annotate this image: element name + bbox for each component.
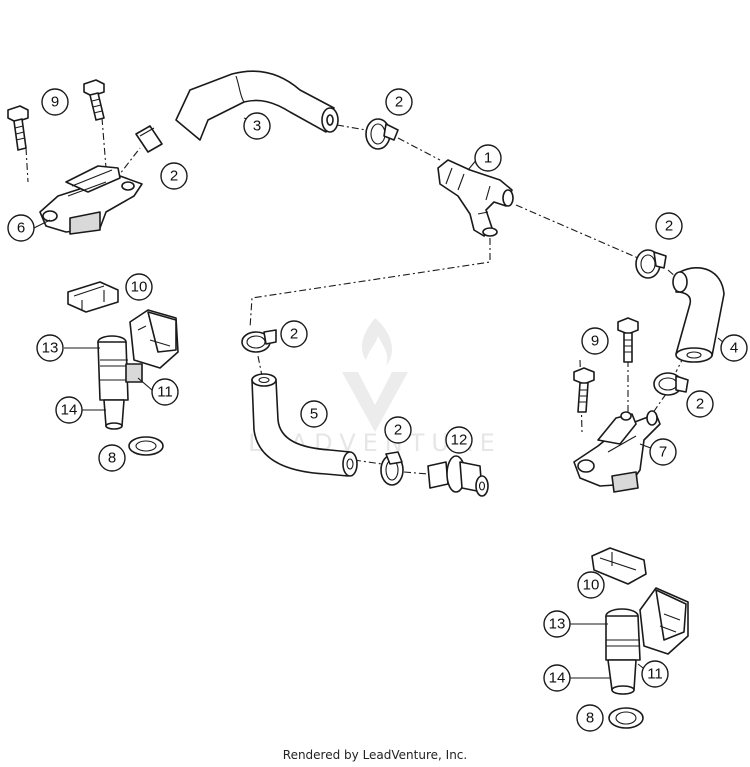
- svg-text:2: 2: [665, 218, 673, 235]
- callout-part-2-clamp-top: 2: [385, 88, 413, 116]
- bolt-right-lower-b: [617, 317, 639, 363]
- hose-clamp-top: [365, 118, 399, 150]
- svg-text:5: 5: [310, 406, 318, 423]
- injector-connector-lower: [639, 587, 689, 655]
- svg-text:10: 10: [131, 279, 148, 296]
- callout-part-4: 4: [720, 334, 748, 362]
- svg-text:7: 7: [659, 444, 667, 461]
- callout-part-10-upper: 10: [125, 273, 153, 301]
- svg-text:11: 11: [157, 384, 173, 401]
- callout-part-12: 12: [445, 426, 473, 454]
- pressure-sensor: [39, 165, 143, 235]
- injector-upper: [97, 335, 143, 430]
- hose-clamp-center: [241, 329, 277, 353]
- svg-text:13: 13: [42, 340, 59, 357]
- svg-text:8: 8: [586, 710, 594, 727]
- callout-part-13-upper: 13: [36, 334, 64, 362]
- callout-part-2-left: 2: [160, 162, 188, 190]
- assembly-lines: [25, 117, 685, 475]
- callout-part-9-upper: 9: [41, 88, 69, 116]
- callout-part-8-lower: 8: [576, 704, 604, 732]
- clamp-small-left: [135, 125, 163, 153]
- hose-clamp-lower: [380, 451, 404, 486]
- callout-part-2-center: 2: [280, 320, 308, 348]
- callout-part-1: 1: [474, 144, 502, 172]
- callout-part-2-right-upper: 2: [655, 212, 683, 240]
- hose-upper: [175, 70, 339, 141]
- svg-text:2: 2: [395, 94, 403, 111]
- callout-part-8-upper: 8: [98, 444, 126, 472]
- t-connector: [437, 159, 514, 237]
- svg-text:2: 2: [290, 326, 298, 343]
- svg-text:10: 10: [583, 577, 600, 594]
- injector-oring-lower: [608, 707, 644, 729]
- injector-clip-upper: [67, 281, 119, 313]
- callout-part-9-right: 9: [581, 327, 609, 355]
- callout-part-10-lower: 10: [577, 571, 605, 599]
- hose-lower: [251, 373, 358, 477]
- svg-text:4: 4: [730, 340, 738, 357]
- hose-clamp-right-upper: [635, 249, 667, 279]
- injector-clip-lower: [591, 547, 647, 585]
- callout-part-5: 5: [300, 400, 328, 428]
- svg-text:2: 2: [394, 422, 402, 439]
- svg-text:13: 13: [549, 616, 566, 633]
- svg-text:9: 9: [591, 333, 599, 350]
- svg-text:12: 12: [451, 432, 468, 449]
- fuel-damper: [427, 455, 489, 497]
- callout-part-2-lower: 2: [384, 416, 412, 444]
- injector-lower: [605, 608, 641, 695]
- svg-text:9: 9: [51, 94, 59, 111]
- hose-right: [672, 267, 725, 363]
- svg-text:2: 2: [170, 168, 178, 185]
- injector-oring-upper: [128, 436, 164, 456]
- callout-part-11-lower: 11: [641, 660, 669, 688]
- hose-clamp-right-lower: [653, 372, 689, 396]
- bolt-left: [7, 105, 29, 151]
- injector-connector-upper: [129, 309, 179, 369]
- callout-part-14-lower: 14: [543, 664, 571, 692]
- footer-credit: Rendered by LeadVenture, Inc.: [282, 748, 468, 762]
- callout-part-7: 7: [649, 438, 677, 466]
- callout-part-2-right-lower: 2: [686, 390, 714, 418]
- svg-text:14: 14: [61, 402, 78, 419]
- svg-text:3: 3: [253, 118, 261, 135]
- svg-text:2: 2: [696, 396, 704, 413]
- svg-text:11: 11: [647, 666, 663, 683]
- svg-text:6: 6: [17, 220, 25, 237]
- svg-text:14: 14: [549, 670, 566, 687]
- svg-text:8: 8: [108, 450, 116, 467]
- regulator-bracket: [573, 410, 661, 493]
- callout-part-3: 3: [243, 112, 271, 140]
- bolt-right-lower-a: [573, 367, 595, 413]
- callout-part-14-upper: 14: [55, 396, 83, 424]
- callout-part-11-upper: 11: [151, 378, 179, 406]
- bolt-right: [83, 79, 105, 121]
- svg-text:1: 1: [484, 150, 492, 167]
- callout-part-6: 6: [7, 214, 35, 242]
- callout-part-13-lower: 13: [543, 610, 571, 638]
